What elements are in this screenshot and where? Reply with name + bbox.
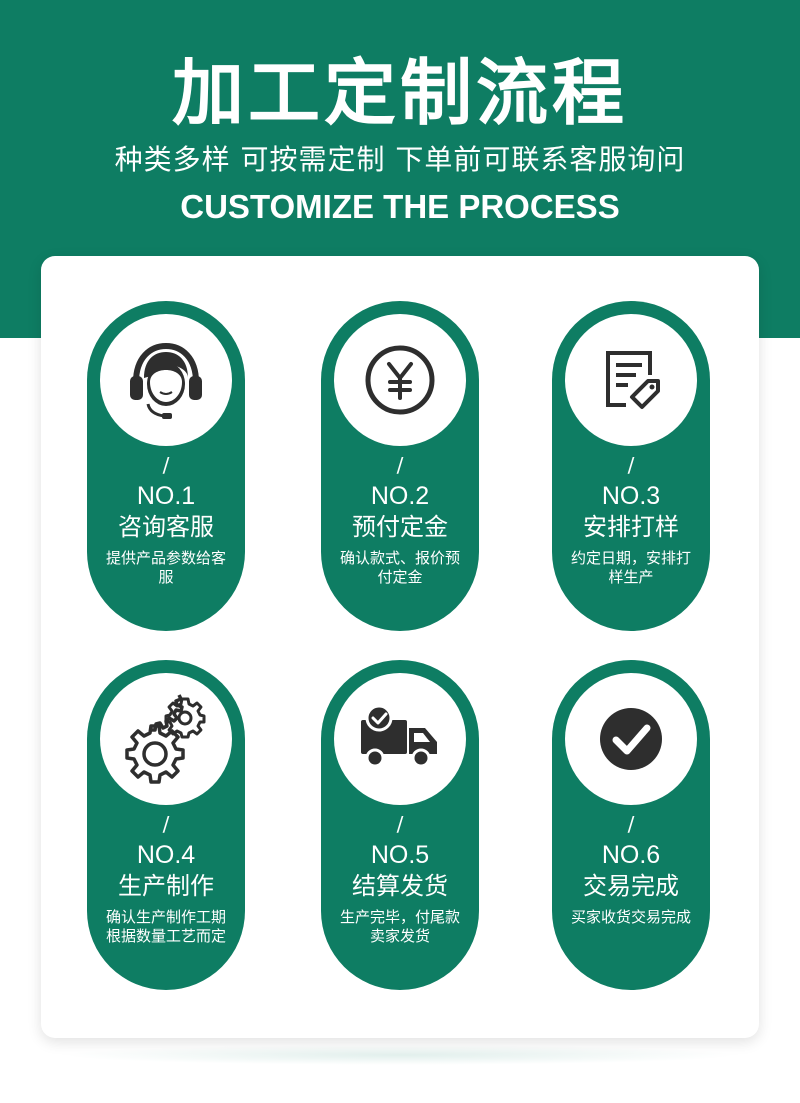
step-title: 安排打样: [583, 513, 679, 541]
icon-holder: [565, 673, 697, 805]
step-separator: /: [627, 812, 635, 836]
step-title: 结算发货: [352, 872, 448, 900]
step-separator: /: [396, 453, 404, 477]
step-card-5: / NO.5 结算发货 生产完毕，付尾款卖家发货: [321, 660, 479, 990]
step-card-6: / NO.6 交易完成 买家收货交易完成: [552, 660, 710, 990]
step-description: 约定日期，安排打样生产: [570, 549, 691, 586]
step-description: 确认生产制作工期根据数量工艺而定: [105, 908, 226, 945]
gears-icon: [125, 694, 206, 784]
icon-holder: [334, 314, 466, 446]
step-title: 咨询客服: [118, 513, 214, 541]
step-number: NO.4: [136, 841, 196, 869]
step-card-3: / NO.3 安排打样 约定日期，安排打样生产: [552, 301, 710, 631]
check-circle-icon: [600, 708, 662, 770]
step-description: 提供产品参数给客服: [105, 549, 226, 586]
icon-holder: [100, 314, 232, 446]
step-description: 生产完毕，付尾款卖家发货: [339, 908, 460, 945]
step-description: 买家收货交易完成: [570, 908, 691, 926]
step-description: 确认款式、报价预付定金: [339, 549, 460, 586]
icon-holder: [565, 314, 697, 446]
step-number: NO.2: [370, 482, 430, 510]
yuan-coin-icon: [365, 345, 435, 415]
step-separator: /: [162, 812, 170, 836]
step-number: NO.1: [136, 482, 196, 510]
page-subtitle: 种类多样 可按需定制 下单前可联系客服询问: [114, 143, 686, 176]
panel-shadow: [60, 1045, 740, 1065]
step-separator: /: [396, 812, 404, 836]
step-card-4: / NO.4 生产制作 确认生产制作工期根据数量工艺而定: [87, 660, 245, 990]
delivery-truck-icon: [361, 704, 437, 768]
icon-holder: [100, 673, 232, 805]
document-tag-icon: [606, 351, 660, 409]
step-number: NO.3: [601, 482, 661, 510]
step-title: 生产制作: [118, 872, 214, 900]
process-panel: / NO.1 咨询客服 提供产品参数给客服 / NO.2 预付定金 确认款式、报…: [41, 256, 759, 1038]
step-number: NO.5: [370, 841, 430, 869]
step-title: 交易完成: [583, 872, 679, 900]
step-title: 预付定金: [352, 513, 448, 541]
page-title: 加工定制流程: [171, 51, 628, 135]
step-separator: /: [162, 453, 170, 477]
step-card-2: / NO.2 预付定金 确认款式、报价预付定金: [321, 301, 479, 631]
headset-support-icon: [130, 342, 202, 419]
step-number: NO.6: [601, 841, 661, 869]
step-separator: /: [627, 453, 635, 477]
page-subtitle-english: CUSTOMIZE THE PROCESS: [180, 188, 620, 225]
step-card-1: / NO.1 咨询客服 提供产品参数给客服: [87, 301, 245, 631]
icon-holder: [334, 673, 466, 805]
